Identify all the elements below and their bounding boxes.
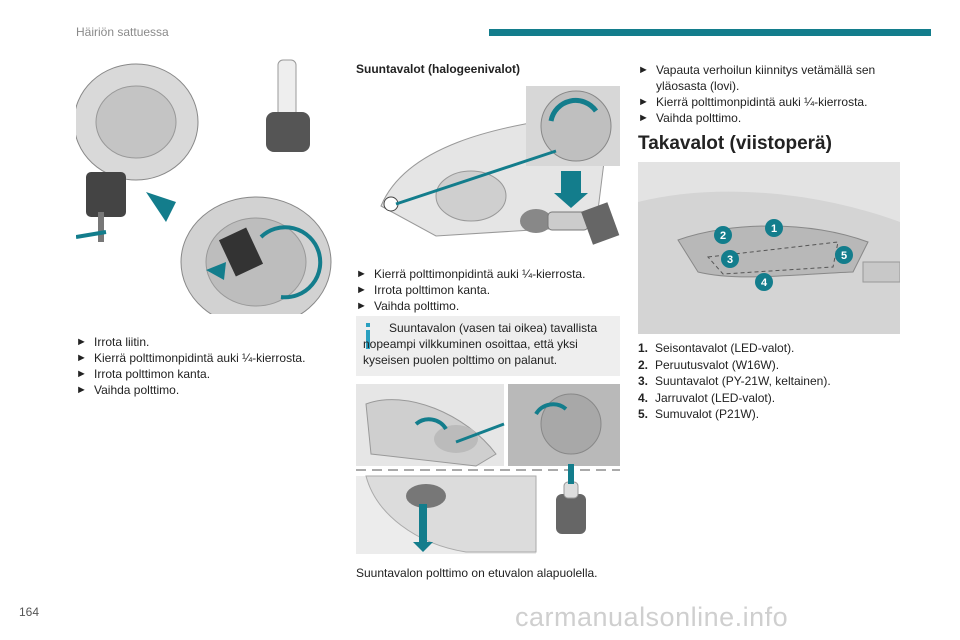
step-item: Irrota liitin. <box>76 334 336 350</box>
callout-5: 5 <box>841 250 847 262</box>
legend-item: 2.Peruutusvalot (W16W). <box>638 357 780 372</box>
step-item: Vaihda polttimo. <box>356 298 620 314</box>
step-item: Vaihda polttimo. <box>638 110 902 126</box>
header-accent-bar <box>489 29 931 36</box>
callout-2: 2 <box>720 230 726 242</box>
section-title-indicators: Suuntavalot (halogeenivalot) <box>356 62 521 76</box>
callout-1: 1 <box>771 223 777 235</box>
step-item: Kierrä polttimonpidintä auki ¼-kierrosta… <box>638 94 902 110</box>
indicator-steps: Kierrä polttimonpidintä auki ¼-kierrosta… <box>356 266 620 314</box>
step-item: Vapauta verhoilun kiinnitys vetämällä se… <box>638 62 902 94</box>
step-item: Irrota polttimon kanta. <box>356 282 620 298</box>
legend-item: 3.Suuntavalot (PY-21W, keltainen). <box>638 374 831 388</box>
fog-lamp-illustration <box>76 52 338 314</box>
heading-rear-lamps: Takavalot (viistoperä) <box>638 133 832 154</box>
callout-4: 4 <box>761 277 768 289</box>
watermark: carmanualsonline.info <box>515 602 789 632</box>
step-item: Kierrä polttimonpidintä auki ¼-kierrosta… <box>356 266 620 282</box>
info-icon <box>366 323 370 349</box>
legend-item: 4.Jarruvalot (LED-valot). <box>638 390 776 405</box>
info-text: Suuntavalon (vasen tai oikea) tavallista… <box>363 321 598 367</box>
step-item: Kierrä polttimonpidintä auki ¼-kierrosta… <box>76 350 336 366</box>
legend-item: 1.Seisontavalot (LED-valot). <box>638 341 795 355</box>
legend-item: 5.Sumuvalot (P21W). <box>638 407 760 421</box>
callout-markers <box>714 219 853 291</box>
page-number: 164 <box>19 605 40 619</box>
step-item: Irrota polttimon kanta. <box>76 366 336 382</box>
running-header: Häiriön sattuessa <box>76 25 169 39</box>
step-item: Vaihda polttimo. <box>76 382 336 398</box>
callout-3: 3 <box>727 254 733 266</box>
headlamp-illustration <box>376 86 620 248</box>
rear-lamp-illustration: 1 2 3 4 5 <box>638 162 900 334</box>
info-box: Suuntavalon (vasen tai oikea) tavallista… <box>356 316 620 376</box>
fog-lamp-steps: Irrota liitin. Kierrä polttimonpidintä a… <box>76 334 336 398</box>
indicator-bulb-illustration <box>356 384 620 554</box>
rear-lamp-legend: 1.Seisontavalot (LED-valot). 2.Peruutusv… <box>638 340 902 423</box>
rear-trim-steps: Vapauta verhoilun kiinnitys vetämällä se… <box>638 62 902 126</box>
figure-caption: Suuntavalon polttimo on etuvalon alapuol… <box>356 566 598 580</box>
